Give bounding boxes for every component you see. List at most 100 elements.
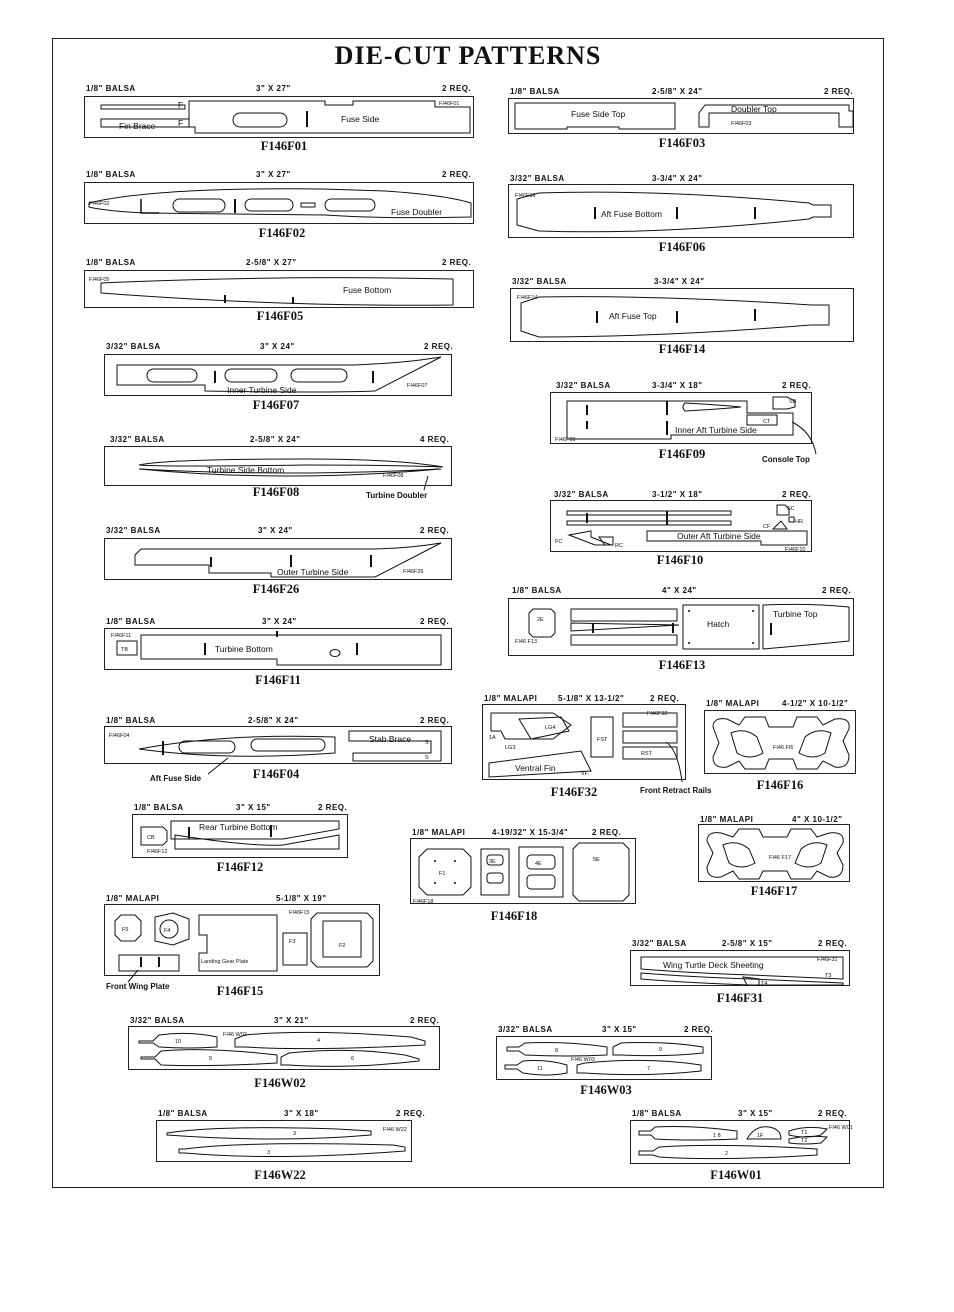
pattern-sheet-f146f15: F5 F4 Landing Gear Plate FI46F15 F3 F2 bbox=[104, 904, 380, 976]
part-label: 3 bbox=[293, 1131, 296, 1137]
pattern-code: F146F18 bbox=[490, 909, 538, 923]
part-label: LG4 bbox=[545, 725, 555, 731]
parts-outline: Fuse Side Top Doubler Top FI46F03 bbox=[509, 99, 853, 133]
qty-label: 2 REQ. bbox=[650, 694, 680, 703]
part-label: 5E bbox=[593, 857, 600, 863]
part-cf-triangle bbox=[773, 521, 787, 529]
part-label: RST bbox=[641, 751, 653, 757]
cutout bbox=[731, 731, 763, 757]
part-id: FI46F03 bbox=[731, 121, 751, 127]
hole bbox=[688, 610, 690, 612]
part-id: FI46F09 bbox=[555, 437, 575, 443]
size-label: 4" X 24" bbox=[662, 586, 697, 595]
material-label: 1/8" BALSA bbox=[134, 803, 184, 812]
part-t1 bbox=[789, 1127, 827, 1137]
part-lg4 bbox=[519, 717, 569, 739]
part-fuse-side bbox=[189, 101, 470, 133]
pattern-sheet-f146f12: CB Rear Turbine Bottom FI46F12 bbox=[132, 814, 348, 858]
part-wing-turtle-deck-sheeting bbox=[641, 957, 843, 979]
part-label: Landing Gear Plate bbox=[201, 959, 248, 965]
material-label: 1/8" MALAPI bbox=[484, 694, 538, 703]
size-label: 2-5/8" X 24" bbox=[652, 87, 703, 96]
pattern-code: F146F01 bbox=[260, 139, 308, 153]
part-id: FI46F07 bbox=[407, 383, 427, 389]
pattern-code: F146F14 bbox=[658, 342, 706, 356]
part-id: FI46F32 bbox=[647, 711, 667, 717]
callout-aft-fuse-side: Aft Fuse Side bbox=[150, 774, 202, 783]
size-label: 2-5/8" X 24" bbox=[250, 435, 301, 444]
size-label: 3" X 15" bbox=[738, 1109, 773, 1118]
part-turbine-bottom bbox=[141, 635, 441, 665]
part-label: F4 bbox=[164, 928, 170, 934]
qty-label: 2 REQ. bbox=[782, 490, 812, 499]
pattern-sheet-f146f06: FI46F06 Aft Fuse Bottom bbox=[508, 184, 854, 238]
parts-outline: Fin Brace F F Fuse Side FI46F01 bbox=[85, 100, 473, 137]
cutout bbox=[683, 403, 741, 411]
part-label: Wing Turtle Deck Sheeting bbox=[663, 960, 764, 970]
pattern-sheet-f146f13: 2E FI46 F13 Hatch Turbine Top bbox=[508, 598, 854, 656]
size-label: 5-1/8" X 13-1/2" bbox=[558, 694, 625, 703]
part-id: FI46 F17 bbox=[769, 855, 791, 861]
part-label: F1 bbox=[439, 871, 445, 877]
cutout bbox=[527, 875, 555, 889]
part-label: F2 bbox=[339, 943, 345, 949]
pattern-code: F146F10 bbox=[656, 553, 704, 567]
pattern-code: F146F09 bbox=[658, 447, 706, 461]
pattern-code: F146W22 bbox=[254, 1168, 306, 1182]
pattern-code: F146F32 bbox=[550, 785, 598, 799]
part-inner-turbine-side bbox=[117, 357, 441, 392]
size-label: 2-5/8" X 24" bbox=[248, 716, 299, 725]
material-label: 1/8" MALAPI bbox=[106, 894, 160, 903]
part-label: S bbox=[425, 755, 429, 761]
pattern-sheet-f146f07: Inner Turbine Side FI46F07 bbox=[104, 354, 452, 396]
part-turbine-side-bottom bbox=[139, 459, 443, 467]
material-label: 1/8" BALSA bbox=[106, 617, 156, 626]
qty-label: 2 REQ. bbox=[818, 939, 848, 948]
material-label: 3/32" BALSA bbox=[498, 1025, 553, 1034]
cutout bbox=[147, 369, 197, 382]
pattern-code: F146W01 bbox=[710, 1168, 762, 1182]
hole bbox=[330, 650, 340, 657]
size-label: 4-1/2" X 10-1/2" bbox=[782, 699, 849, 708]
part-id: FI46F05 bbox=[89, 277, 109, 283]
part-label: Inner Aft Turbine Side bbox=[675, 425, 757, 435]
callout-front-retract-rails: Front Retract Rails bbox=[640, 786, 712, 795]
size-label: 3" X 18" bbox=[284, 1109, 319, 1118]
part-label: Aft Fuse Top bbox=[609, 311, 657, 321]
part-label: 3 bbox=[267, 1150, 270, 1156]
qty-label: 2 REQ. bbox=[824, 87, 854, 96]
pattern-code: F146F31 bbox=[716, 991, 764, 1005]
material-label: 3/32" BALSA bbox=[130, 1016, 185, 1025]
part-aft-fuse-top bbox=[521, 297, 829, 337]
parts-outline: FI46 F17 bbox=[699, 825, 849, 881]
material-label: 1/8" MALAPI bbox=[412, 828, 466, 837]
material-label: 3/32" BALSA bbox=[632, 939, 687, 948]
pattern-code: F146F02 bbox=[258, 226, 306, 240]
parts-outline: 2E FI46 F13 Hatch Turbine Top bbox=[515, 599, 853, 655]
parts-outline: CB Rear Turbine Bottom FI46F12 bbox=[133, 815, 347, 855]
pattern-code: F146F07 bbox=[252, 398, 300, 412]
part-fuse-bottom bbox=[101, 278, 453, 306]
pattern-code: F146F13 bbox=[658, 658, 706, 672]
material-label: 1/8" BALSA bbox=[106, 716, 156, 725]
part-label: 3E bbox=[489, 859, 496, 865]
cutout bbox=[325, 199, 375, 211]
cutout bbox=[225, 369, 277, 382]
pattern-code: F146F15 bbox=[216, 984, 264, 998]
hole bbox=[752, 642, 754, 644]
part-t4 bbox=[743, 977, 759, 985]
part-label: 2E bbox=[537, 617, 544, 623]
part-label: LG3 bbox=[505, 745, 515, 751]
part-id: FI46F26 bbox=[403, 569, 423, 575]
part-label: Fuse Side bbox=[341, 114, 380, 124]
parts-outline: 8 9 11 FI46 W03 7 bbox=[497, 1037, 711, 1079]
pattern-code: F146F06 bbox=[658, 240, 706, 254]
part-label: S bbox=[425, 740, 429, 746]
part-strip bbox=[623, 731, 677, 743]
part-id: FI46F18 bbox=[413, 899, 433, 905]
material-label: 1/8" BALSA bbox=[632, 1109, 682, 1118]
pattern-sheet-f146f03: Fuse Side Top Doubler Top FI46F03 bbox=[508, 98, 854, 134]
parts-outline: FI46F02 Fuse Doubler bbox=[85, 183, 473, 223]
part-doubler-top bbox=[699, 105, 853, 127]
pattern-sheet-f146w02: 10 FI46 W02 4 5 6 bbox=[128, 1026, 440, 1070]
